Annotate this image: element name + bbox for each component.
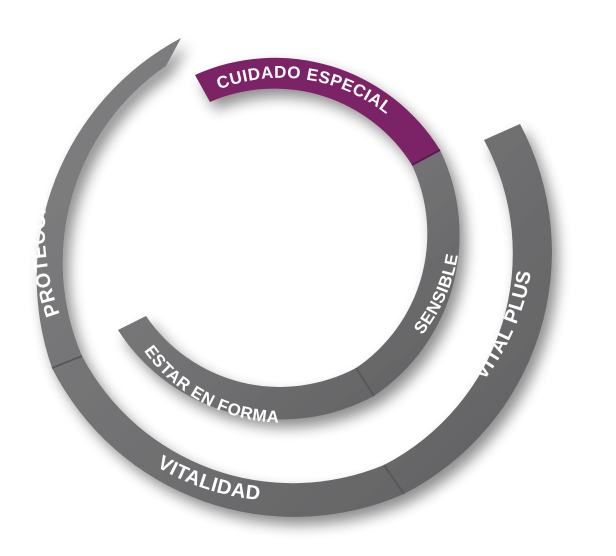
- outer-separator-2: [383, 464, 405, 495]
- outer-separator-1: [51, 355, 83, 369]
- inner-separator-2: [411, 149, 441, 166]
- inner-ring-shading: [118, 150, 460, 420]
- inner-separator-1: [355, 367, 375, 397]
- outer-ring-shading: [36, 38, 552, 517]
- ring-segment-cuidado-especial: [195, 57, 440, 165]
